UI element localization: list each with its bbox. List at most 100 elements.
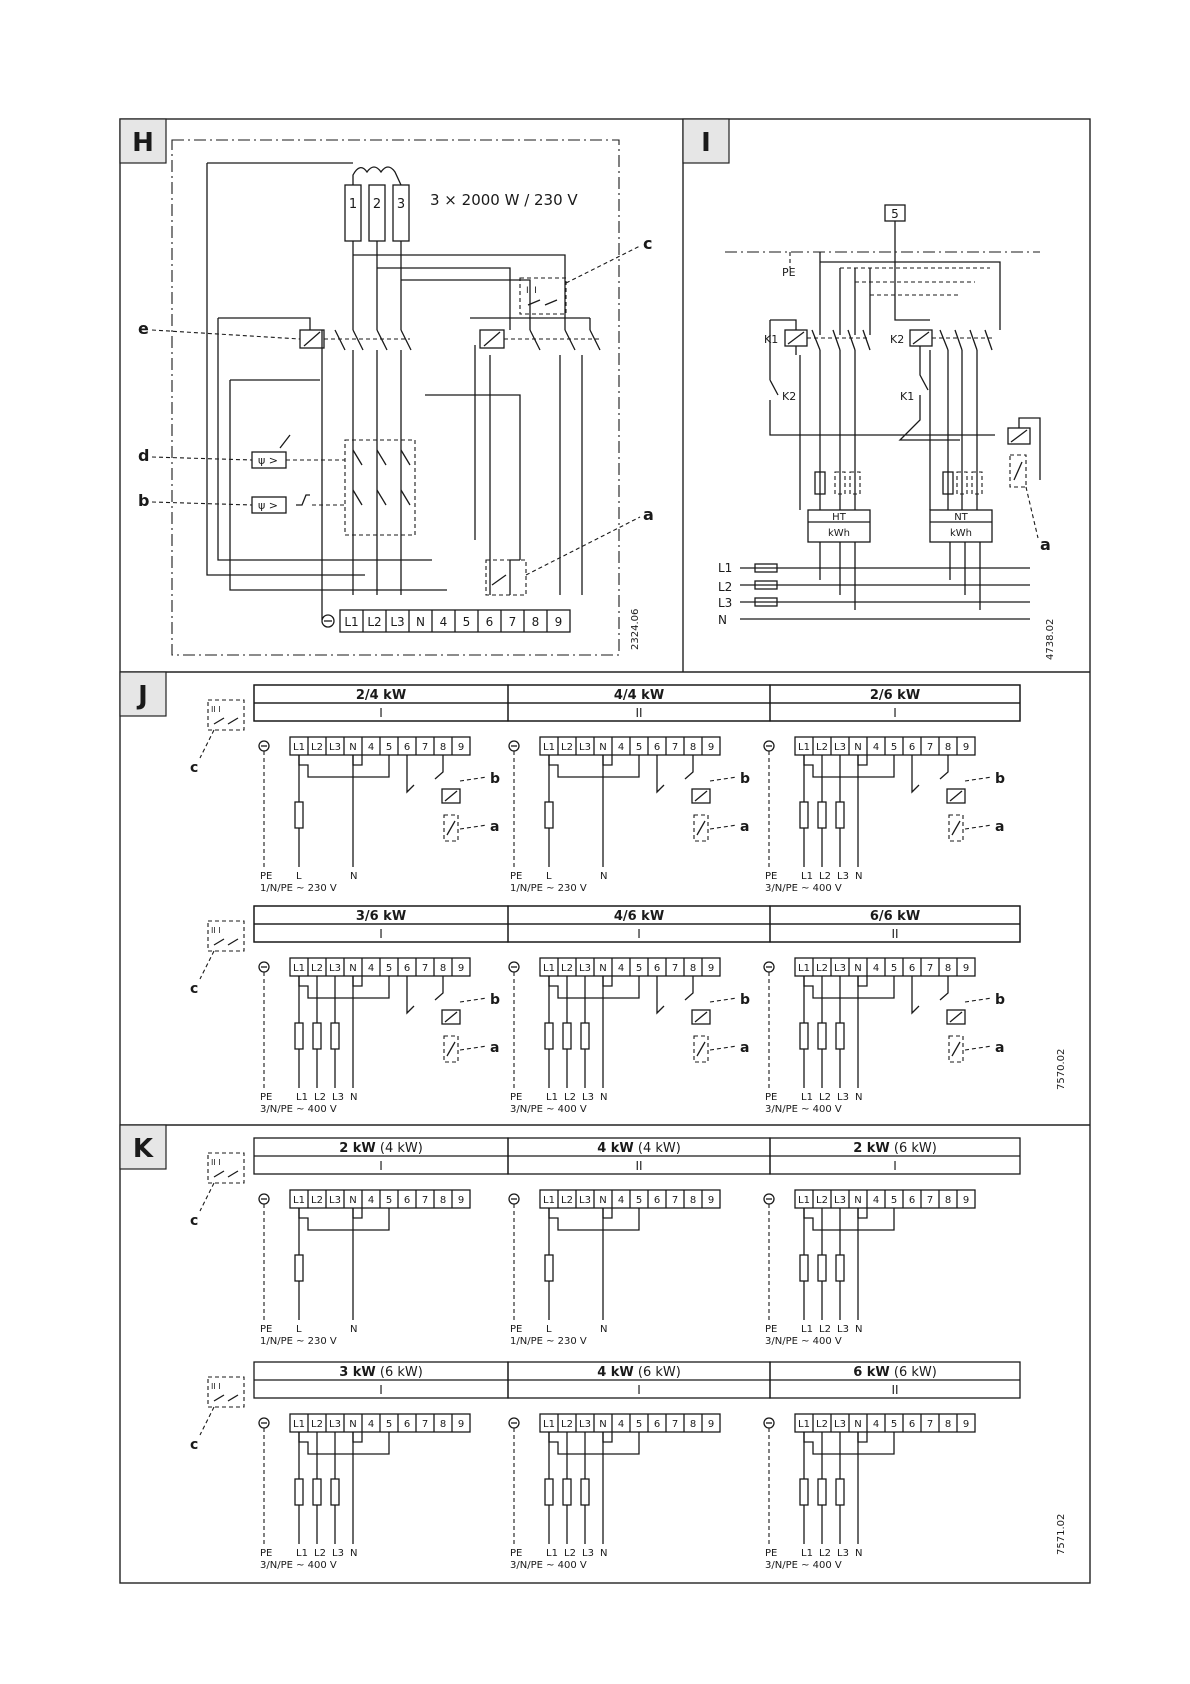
svg-text:3/N/PE ~ 400 V: 3/N/PE ~ 400 V bbox=[260, 1104, 337, 1115]
pe-label: PE bbox=[782, 266, 796, 279]
svg-text:PE: PE bbox=[765, 871, 777, 882]
switch-c-k-0: II Ic bbox=[190, 1152, 245, 1229]
svg-text:L1: L1 bbox=[546, 1548, 558, 1559]
svg-text:L1: L1 bbox=[293, 742, 305, 753]
contactor-k2: K2 bbox=[890, 329, 993, 351]
svg-text:L1: L1 bbox=[296, 1092, 308, 1103]
svg-text:6/6 kW: 6/6 kW bbox=[870, 909, 920, 924]
svg-text:8: 8 bbox=[440, 742, 446, 753]
svg-text:N: N bbox=[600, 1324, 607, 1335]
svg-text:PE: PE bbox=[510, 1548, 522, 1559]
svg-text:kWh: kWh bbox=[950, 528, 972, 539]
svg-text:L2: L2 bbox=[311, 1195, 323, 1206]
svg-text:L: L bbox=[546, 871, 552, 882]
svg-text:II I: II I bbox=[211, 1382, 221, 1391]
svg-text:N: N bbox=[349, 1419, 356, 1430]
svg-text:4: 4 bbox=[368, 742, 374, 753]
svg-text:5: 5 bbox=[891, 1419, 897, 1430]
svg-text:5: 5 bbox=[386, 1419, 392, 1430]
page-frame bbox=[119, 118, 1091, 1584]
relay-i: a bbox=[1007, 417, 1051, 554]
svg-text:L: L bbox=[546, 1324, 552, 1335]
svg-text:PE: PE bbox=[510, 1092, 522, 1103]
panel-tab-j: J bbox=[119, 671, 167, 717]
svg-text:L2: L2 bbox=[819, 1092, 831, 1103]
svg-text:N: N bbox=[350, 1324, 357, 1335]
svg-text:4: 4 bbox=[873, 1419, 879, 1430]
svg-text:PE: PE bbox=[260, 871, 272, 882]
svg-text:PE: PE bbox=[260, 1092, 272, 1103]
config-header-k-1: 4 kW (4 kW)II bbox=[507, 1137, 771, 1175]
svg-text:N: N bbox=[350, 1092, 357, 1103]
svg-text:9: 9 bbox=[708, 742, 714, 753]
svg-text:L: L bbox=[296, 1324, 302, 1335]
terminal-9: 9 bbox=[555, 615, 563, 629]
svg-text:4: 4 bbox=[618, 742, 624, 753]
svg-text:8: 8 bbox=[690, 1419, 696, 1430]
contact-k1: K1 bbox=[900, 390, 914, 403]
svg-text:L3: L3 bbox=[837, 1324, 849, 1335]
svg-text:2 kW (4 kW): 2 kW (4 kW) bbox=[339, 1141, 423, 1156]
svg-text:b: b bbox=[995, 771, 1005, 787]
svg-text:8: 8 bbox=[440, 963, 446, 974]
svg-text:9: 9 bbox=[708, 963, 714, 974]
svg-text:L1: L1 bbox=[798, 963, 810, 974]
svg-text:1/N/PE ~ 230 V: 1/N/PE ~ 230 V bbox=[260, 883, 337, 894]
contactor-k1: K1 bbox=[764, 319, 871, 355]
svg-text:N: N bbox=[854, 963, 861, 974]
svg-text:L1: L1 bbox=[798, 1195, 810, 1206]
svg-text:PE: PE bbox=[260, 1548, 272, 1559]
svg-text:K2: K2 bbox=[890, 333, 904, 346]
meter-nt: NT kWh bbox=[929, 509, 993, 543]
svg-text:L2: L2 bbox=[819, 1548, 831, 1559]
svg-text:7: 7 bbox=[422, 742, 428, 753]
svg-text:L2: L2 bbox=[311, 742, 323, 753]
svg-text:6: 6 bbox=[404, 1419, 410, 1430]
svg-text:4/4 kW: 4/4 kW bbox=[614, 688, 664, 703]
config-header-j-0: 2/4 kWI bbox=[253, 684, 509, 722]
terminal-5: 5 bbox=[463, 615, 471, 629]
svg-text:I: I bbox=[379, 927, 383, 941]
callout-d: d bbox=[138, 446, 253, 465]
svg-text:K: K bbox=[133, 1134, 154, 1164]
svg-text:6: 6 bbox=[909, 963, 915, 974]
svg-text:N: N bbox=[855, 1324, 862, 1335]
panel-tab-i: I bbox=[682, 118, 730, 164]
panel-i-diagram: 5 PE K1 K2 K2 K1 bbox=[718, 204, 1056, 660]
svg-text:7: 7 bbox=[672, 742, 678, 753]
svg-text:6: 6 bbox=[404, 742, 410, 753]
svg-text:b: b bbox=[740, 771, 750, 787]
svg-text:L3: L3 bbox=[329, 1419, 341, 1430]
svg-text:2/6 kW: 2/6 kW bbox=[870, 688, 920, 703]
svg-text:4: 4 bbox=[618, 963, 624, 974]
config-header-k-3: 3 kW (6 kW)I bbox=[253, 1361, 509, 1399]
svg-text:N: N bbox=[855, 1092, 862, 1103]
svg-text:PE: PE bbox=[510, 871, 522, 882]
svg-text:a: a bbox=[490, 819, 499, 835]
svg-text:N: N bbox=[349, 1195, 356, 1206]
svg-text:5: 5 bbox=[636, 742, 642, 753]
svg-text:5: 5 bbox=[386, 963, 392, 974]
svg-text:L2: L2 bbox=[816, 1195, 828, 1206]
svg-text:L2: L2 bbox=[561, 1419, 573, 1430]
config-header-k-5: 6 kW (6 kW)II bbox=[769, 1361, 1021, 1399]
svg-text:8: 8 bbox=[690, 1195, 696, 1206]
svg-text:L1: L1 bbox=[543, 742, 555, 753]
svg-text:6: 6 bbox=[654, 742, 660, 753]
terminal-8: 8 bbox=[532, 615, 540, 629]
svg-text:L3: L3 bbox=[579, 742, 591, 753]
svg-text:N: N bbox=[599, 742, 606, 753]
svg-text:5: 5 bbox=[636, 963, 642, 974]
contact-k2: K2 bbox=[782, 390, 796, 403]
svg-text:L3: L3 bbox=[834, 1419, 846, 1430]
svg-text:a: a bbox=[1040, 535, 1051, 554]
svg-text:1/N/PE ~ 230 V: 1/N/PE ~ 230 V bbox=[510, 883, 587, 894]
mains-lines: L1 L2 L3 N bbox=[718, 561, 1030, 627]
svg-text:I: I bbox=[379, 1159, 383, 1173]
svg-text:L2: L2 bbox=[718, 580, 732, 594]
config-header-j-3: 3/6 kWI bbox=[253, 905, 509, 943]
